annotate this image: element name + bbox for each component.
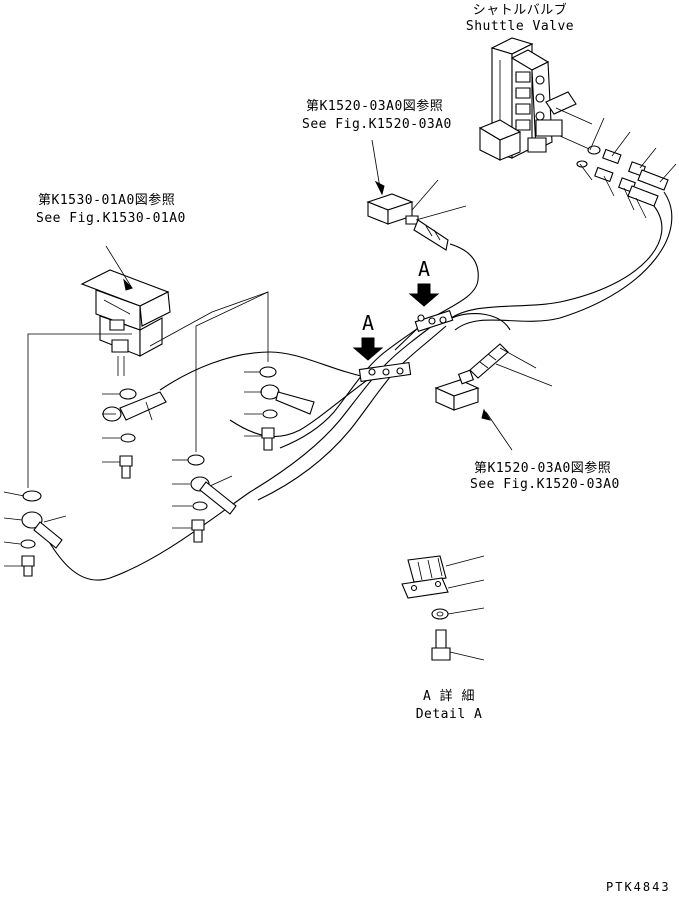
pedal-valve <box>82 246 170 376</box>
connector-box-top <box>368 140 466 250</box>
arrow-a-left <box>354 338 382 360</box>
clamp-right <box>415 311 452 332</box>
fitting-group-1 <box>102 389 166 478</box>
ref-k1520-top-jp: 第K1520-03A0図参照 <box>306 99 444 114</box>
detail-a-label-en: Detail A <box>415 707 483 722</box>
fitting-group-2 <box>244 367 314 450</box>
ref-k1520-top-en: See Fig.K1520-03A0 <box>302 117 452 132</box>
leader-lines-top-right <box>580 118 676 218</box>
detail-a-parts <box>402 556 484 660</box>
ref-k1530-jp: 第K1530-01A0図参照 <box>38 193 176 208</box>
arrow-a-right-label: A <box>418 257 431 281</box>
arrow-a-right <box>410 284 438 306</box>
arrow-a-left-label: A <box>362 311 375 335</box>
ref-k1530-en: See Fig.K1530-01A0 <box>36 211 186 226</box>
detail-a-label-jp: A 詳 細 <box>423 689 475 704</box>
pedal-leader-lines <box>28 292 268 488</box>
ref-k1520-bottom-jp: 第K1520-03A0図参照 <box>474 461 612 476</box>
shuttle-valve-label-en: Shuttle Valve <box>465 19 575 34</box>
clamp-left <box>359 363 410 382</box>
shuttle-valve <box>480 38 596 160</box>
shuttle-valve-label-jp: シャトルバルブ <box>472 3 568 18</box>
ref-k1520-bottom-en: See Fig.K1520-03A0 <box>470 477 620 492</box>
connector-box-bottom <box>436 344 552 450</box>
shuttle-valve-fittings <box>577 146 668 206</box>
drawing-code: PTK4843 <box>606 880 671 894</box>
fitting-group-3 <box>172 455 236 542</box>
fitting-group-4 <box>4 491 66 576</box>
hoses <box>48 192 672 580</box>
